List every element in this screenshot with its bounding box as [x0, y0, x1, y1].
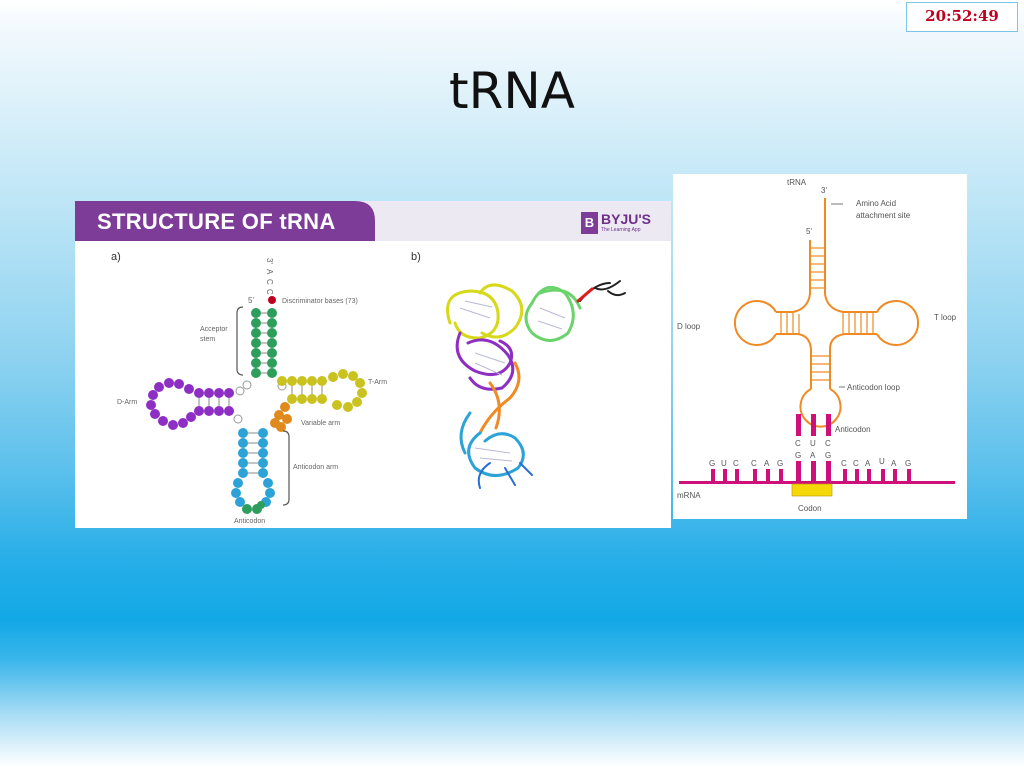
label-a: a) [111, 251, 121, 263]
three-prime-label: 3' [265, 258, 274, 264]
acceptor-stem [251, 308, 277, 378]
svg-text:A: A [764, 459, 770, 468]
codon-label: Codon [798, 504, 822, 513]
acceptor-stem-label: Acceptor [200, 326, 228, 333]
svg-text:A: A [810, 451, 816, 460]
anticodon-label: Anticodon [835, 425, 871, 434]
trna-codon-diagram: tRNA 3' 5' Amino Acid attachment site [677, 178, 957, 513]
label-b: b) [411, 251, 421, 263]
variable-arm [270, 402, 292, 432]
svg-text:C: C [265, 289, 274, 295]
svg-text:attachment site: attachment site [856, 211, 911, 220]
svg-text:C: C [795, 439, 801, 448]
svg-text:C: C [733, 459, 739, 468]
amino-acid-site-label: Amino Acid [856, 199, 896, 208]
anticodon-loop-label: Anticodon loop [847, 383, 900, 392]
svg-text:G: G [777, 459, 783, 468]
mrna-strand [679, 461, 955, 484]
svg-text:G: G [795, 451, 801, 460]
anticodon-label: Anticodon [234, 518, 265, 525]
five-prime-label: 5' [806, 227, 812, 236]
slide-title: tRNA [449, 62, 575, 120]
svg-text:U: U [879, 457, 885, 466]
clock-display: 20:52:49 [906, 2, 1018, 32]
t-loop-label: T loop [934, 313, 957, 322]
svg-text:A: A [265, 269, 274, 275]
svg-text:U: U [810, 439, 816, 448]
d-arm-label: D-Arm [117, 399, 137, 406]
banner-title: STRUCTURE OF tRNA [97, 209, 336, 234]
figure-banner: STRUCTURE OF tRNA B BYJU'S The Learning … [75, 201, 671, 241]
svg-text:C: C [853, 459, 859, 468]
trna-codon-figure: tRNA 3' 5' Amino Acid attachment site [673, 174, 967, 519]
tertiary-structure-diagram [446, 280, 626, 489]
svg-text:G: G [709, 459, 715, 468]
codon-box [791, 483, 833, 497]
trna-label: tRNA [787, 178, 807, 187]
d-loop-label: D loop [677, 322, 701, 331]
svg-text:C: C [825, 439, 831, 448]
discriminator-base [268, 296, 276, 304]
byjus-logo: B BYJU'S The Learning App [581, 211, 666, 236]
t-arm-label: T-Arm [368, 379, 387, 386]
svg-text:A: A [891, 459, 897, 468]
svg-text:stem: stem [200, 336, 215, 343]
svg-text:G: G [825, 451, 831, 460]
three-prime-label: 3' [821, 186, 827, 195]
svg-text:C: C [751, 459, 757, 468]
svg-text:G: G [905, 459, 911, 468]
discriminator-label: Discriminator bases (73) [282, 298, 358, 305]
svg-text:U: U [721, 459, 727, 468]
svg-text:C: C [265, 279, 274, 285]
d-arm [146, 378, 234, 430]
t-arm [277, 369, 367, 412]
variable-arm-label: Variable arm [301, 420, 340, 427]
trna-structure [733, 198, 920, 428]
anticodon-arm [231, 428, 275, 507]
five-prime-label: 5' [248, 296, 254, 305]
structure-of-trna-figure: STRUCTURE OF tRNA B BYJU'S The Learning … [75, 201, 671, 528]
svg-text:A: A [865, 459, 871, 468]
cloverleaf-diagram: 3' A C C Discriminator bases (73) 5' Acc… [117, 258, 387, 525]
anticodon-arm-label: Anticodon arm [293, 464, 338, 471]
anticodon-bars [796, 414, 831, 436]
svg-text:C: C [841, 459, 847, 468]
mrna-label: mRNA [677, 491, 701, 500]
